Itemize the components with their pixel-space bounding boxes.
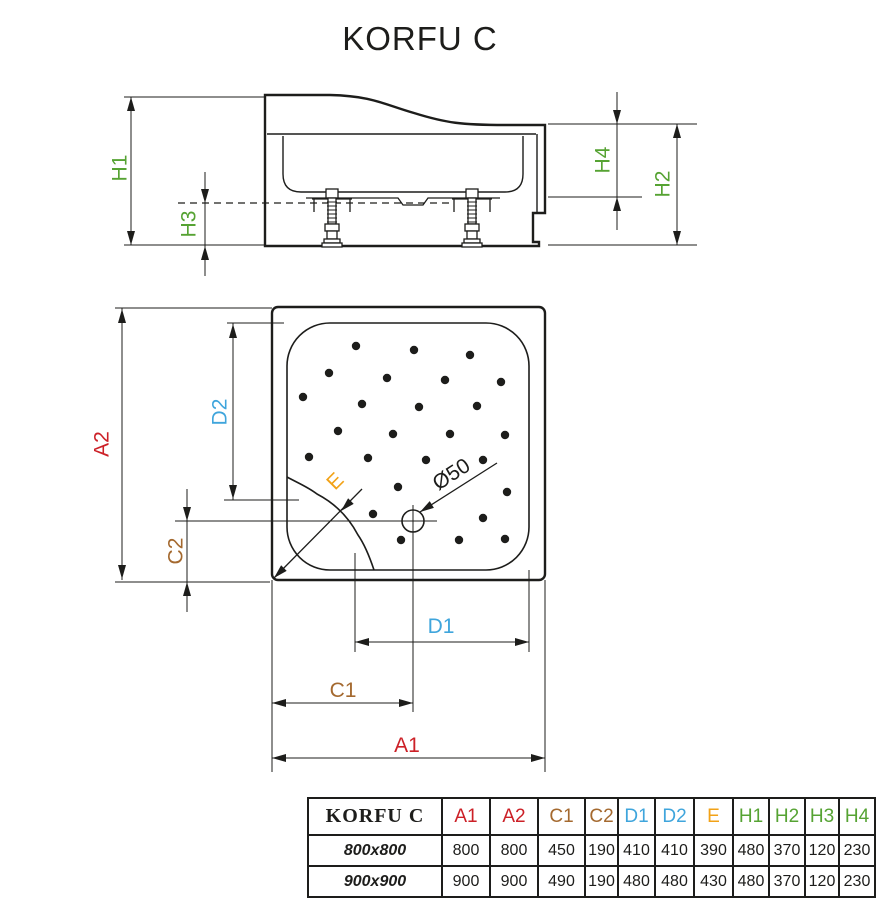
table-cell: 230 (838, 834, 876, 867)
anti-slip-dot (363, 453, 373, 463)
anti-slip-dot (445, 429, 455, 439)
col-header-d1: D1 (617, 797, 656, 836)
dimensions-table: KORFU C A1 A2 C1 C2 D1 D2 E H1 H2 H3 H4 … (307, 797, 876, 898)
table-cell: 450 (537, 834, 586, 867)
shell-underside (306, 197, 500, 206)
tray-outer-edge (270, 305, 547, 582)
table-cell: 410 (654, 834, 695, 867)
anti-slip-dot (421, 455, 431, 465)
table-cell: 120 (804, 834, 840, 867)
anti-slip-dot (324, 368, 334, 378)
col-header-a2: A2 (489, 797, 539, 836)
page-title: KORFU C (342, 20, 498, 57)
adjustable-foot-right (452, 188, 492, 248)
anti-slip-dot (368, 509, 378, 519)
anti-slip-dot (472, 401, 482, 411)
dim-label-h2: H2 (652, 171, 675, 198)
dim-label-c1: C1 (330, 679, 357, 702)
table-cell: 490 (537, 865, 586, 898)
col-header-a1: A1 (441, 797, 491, 836)
anti-slip-dot (393, 482, 403, 492)
table-cell: 800 (441, 834, 491, 867)
dim-label-d1: D1 (428, 615, 455, 638)
table-cell: 430 (693, 865, 734, 898)
anti-slip-dot (351, 341, 361, 351)
tray-inner-edge (286, 322, 530, 571)
side-view: H1 H3 H4 H2 (109, 92, 697, 276)
table-cell: 230 (838, 865, 876, 898)
anti-slip-dot (388, 429, 398, 439)
anti-slip-dot (478, 513, 488, 523)
dim-label-drain-diameter: Ø50 (429, 454, 475, 495)
col-header-c1: C1 (537, 797, 586, 836)
anti-slip-dot (414, 402, 424, 412)
table-cell: 120 (804, 865, 840, 898)
table-header-row: KORFU C A1 A2 C1 C2 D1 D2 E H1 H2 H3 H4 (307, 797, 876, 836)
anti-slip-dot (500, 430, 510, 440)
col-header-h2: H2 (768, 797, 806, 836)
table-cell: 370 (768, 865, 806, 898)
adjustable-foot-left (312, 188, 352, 248)
row-size-label: 900x900 (307, 865, 443, 898)
table-cell: 900 (441, 865, 491, 898)
table-cell: 410 (617, 834, 656, 867)
table-cell: 480 (732, 834, 770, 867)
dim-label-e: E (322, 468, 348, 494)
row-size-label: 800x800 (307, 834, 443, 867)
table-cell: 390 (693, 834, 734, 867)
table-row: 800x800 800 800 450 190 410 410 390 480 … (307, 834, 876, 867)
top-view-horizontal-dimensions (272, 641, 545, 759)
dim-label-h1: H1 (109, 155, 132, 182)
top-view-arrowheads (118, 309, 545, 762)
col-header-h1: H1 (732, 797, 770, 836)
tray-side-outline (263, 93, 547, 248)
table-cell: 370 (768, 834, 806, 867)
basin-profile (282, 136, 524, 193)
col-header-c2: C2 (584, 797, 619, 836)
table-cell: 480 (654, 865, 695, 898)
anti-slip-dot (382, 373, 392, 383)
col-header-d2: D2 (654, 797, 695, 836)
anti-slip-dot (500, 534, 510, 544)
top-view-extension-lines (115, 307, 546, 772)
col-header-h4: H4 (838, 797, 876, 836)
dim-label-h4: H4 (592, 146, 615, 173)
dim-label-a2: A2 (91, 431, 114, 457)
anti-slip-dot (298, 392, 308, 402)
table-cell: 800 (489, 834, 539, 867)
col-header-e: E (693, 797, 734, 836)
anti-slip-dot (454, 535, 464, 545)
side-view-arrowheads (127, 97, 681, 260)
table-cell: 900 (489, 865, 539, 898)
col-header-h3: H3 (804, 797, 840, 836)
anti-slip-dot (502, 487, 512, 497)
top-view: Ø50 E (91, 305, 547, 772)
anti-slip-dot (409, 345, 419, 355)
side-view-dimensions (124, 92, 697, 276)
anti-slip-dot (478, 455, 488, 465)
table-model-header: KORFU C (307, 797, 443, 836)
drain (175, 505, 437, 712)
table-cell: 190 (584, 865, 619, 898)
dim-label-d2: D2 (209, 399, 232, 426)
table-cell: 480 (617, 865, 656, 898)
anti-slip-dot (496, 377, 506, 387)
table-cell: 190 (584, 834, 619, 867)
dim-label-c2: C2 (165, 538, 188, 565)
dim-label-h3: H3 (178, 211, 201, 238)
anti-slip-dots (298, 341, 512, 545)
dim-label-a1: A1 (394, 734, 420, 757)
top-view-vertical-dimensions (121, 308, 234, 612)
anti-slip-dot (465, 350, 475, 360)
anti-slip-dot (357, 399, 367, 409)
anti-slip-dot (440, 375, 450, 385)
table-row: 900x900 900 900 490 190 480 480 430 480 … (307, 865, 876, 898)
anti-slip-dot (396, 535, 406, 545)
anti-slip-dot (333, 426, 343, 436)
anti-slip-dot (304, 452, 314, 462)
table-cell: 480 (732, 865, 770, 898)
